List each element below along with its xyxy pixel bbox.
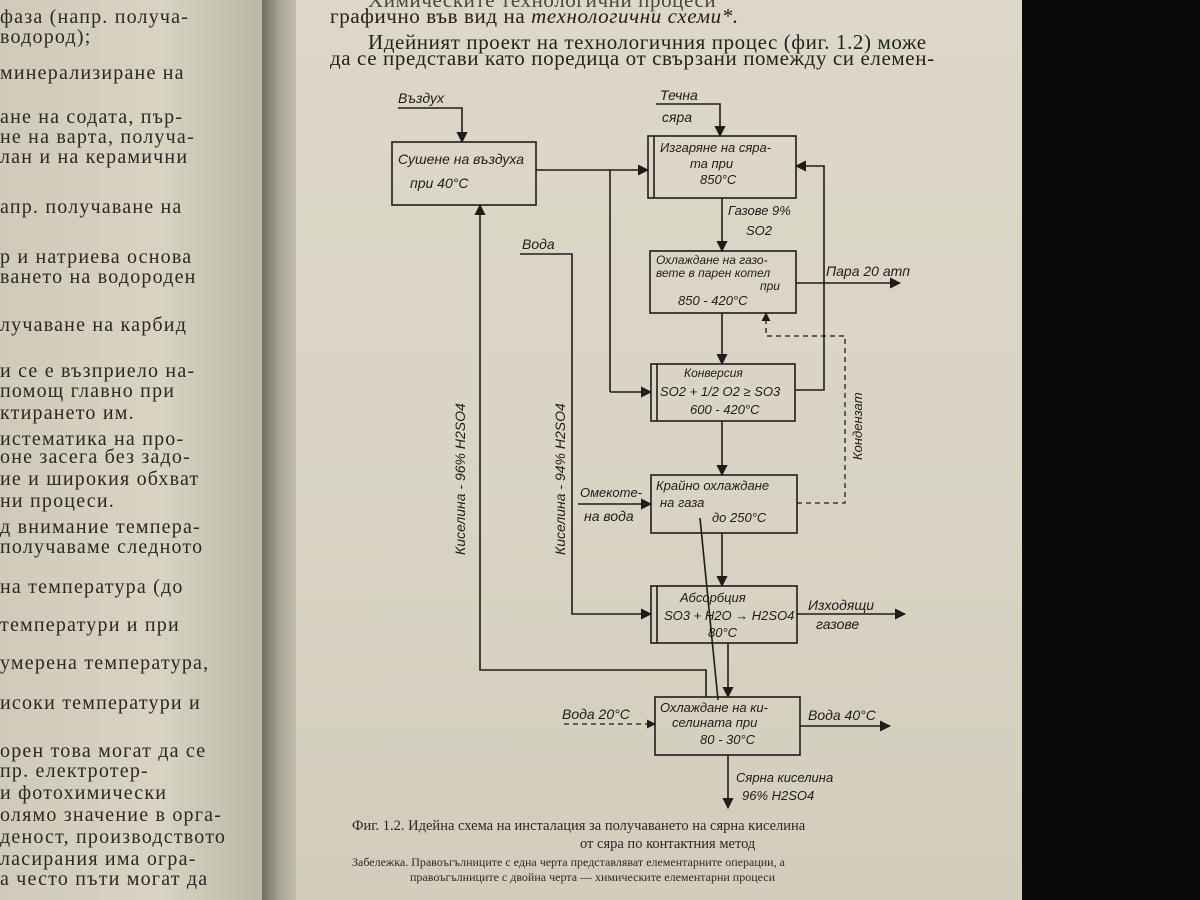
left-page-line: ни процеси. [0,490,115,512]
condensate-label: Кондензат [850,392,865,460]
left-page-line: деност, производството [0,826,227,848]
cooling-gas-3: при [760,279,780,293]
label-water: Вода [522,236,555,252]
acid-96-label: Киселина - 96% H2SO4 [452,403,468,555]
steam-label: Пара 20 атп [826,263,910,279]
conversion-1: Конверсия [684,366,743,380]
burning-1: Изгаряне на сяра- [660,140,772,155]
label-water-in: Вода 20°С [562,706,631,722]
body-line-1-prefix: графично във вид на [330,4,532,28]
left-page-line: истематика на про- [0,428,185,450]
label-softened-2: на вода [584,508,634,524]
body-line-1: графично във вид на технологични схеми*. [330,4,739,29]
left-page-line: ването на водороден [0,266,197,288]
burning-3: 850°С [700,172,737,187]
left-page: фаза (напр. получа-водород); минерализира… [0,0,268,900]
left-page-line: ане на содата, пър- [0,106,184,128]
left-page-line: орен това могат да се [0,740,207,762]
exhaust-2: газове [816,616,859,632]
label-air: Въздух [398,90,445,106]
body-line-2: Идейният проект на технологичния процес … [368,30,927,54]
left-page-line: олямо значение в орга- [0,804,223,826]
acid-cooling-2: селината при [672,715,757,730]
left-page-line: не на варта, получа- [0,126,195,148]
left-page-line: пр. електротер- [0,760,149,782]
drying-1: Сушене на въздуха [398,151,524,167]
conversion-2: SO2 + 1/2 O2 ≥ SO3 [660,384,781,399]
exhaust-1: Изходящи [808,597,874,613]
left-page-line: на температура (до [0,576,184,598]
final-cooling-3: до 250°С [712,510,767,525]
final-cooling-2: на газа [660,495,704,510]
left-page-line: помощ главно при [0,380,176,402]
left-page-line: минерализиране на [0,62,185,84]
left-page-line: и фотохимически [0,782,168,804]
left-page-line: ие и широкия обхват [0,468,200,490]
left-page-line: р и натриева основа [0,246,193,268]
left-page-line: температури и при [0,614,180,636]
cooling-gas-1: Охлаждане на газо- [656,253,768,267]
acid-cooling-1: Охлаждане на ки- [660,700,769,715]
left-page-line: умерена температура, [0,652,210,674]
left-page-line: ктирането им. [0,402,135,424]
left-page-line: ласирания има огра- [0,848,197,870]
cooling-gas-4: 850 - 420°С [678,293,748,308]
figure-note-2: правоъгълниците с двойна черта — химичес… [410,870,776,884]
figure-note-1: Забележка. Правоъгълниците с една черта … [352,855,785,869]
left-page-line: лучаване на карбид [0,314,188,336]
left-page-line: а често пъти могат да [0,868,209,890]
absorption-2: SO3 + H2O → H2SO4 [664,608,794,623]
label-liquid-1: Течна [660,87,698,103]
left-page-line: исоки температури и [0,692,201,714]
body-line-top: Химическите технологични процеси [368,0,717,12]
book-spine [262,0,302,900]
label-liquid-2: сяра [662,109,692,125]
conversion-3: 600 - 420°С [690,402,760,417]
absorption-1: Абсорбция [679,590,746,605]
gases-2: SO2 [746,223,773,238]
burning-2: та при [690,156,733,171]
absorption-3: 80°С [708,625,738,640]
background-edge [1022,0,1200,900]
left-page-line: д внимание темпера- [0,516,201,538]
gases-1: Газове 9% [728,203,791,218]
left-page-line: водород); [0,26,92,48]
cooling-gas-2: вете в парен котел [656,266,770,280]
acid-cooling-3: 80 - 30°С [700,732,756,747]
body-line-3: да се представи като поредица от свързан… [330,46,935,70]
left-page-line: фаза (напр. получа- [0,6,190,28]
acid-94-label: Киселина - 94% H2SO4 [552,403,568,555]
final-cooling-1: Крайно охлаждане [656,478,769,493]
drying-2: при 40°С [410,175,469,191]
left-page-line: и се е възприело на- [0,360,196,382]
product-1: Сярна киселина [736,770,833,785]
figure-caption-2: от сяра по контактния метод [580,836,756,852]
product-2: 96% H2SO4 [742,788,814,803]
body-line-1-italic: технологични схеми*. [531,4,739,28]
left-page-line: лан и на керамични [0,146,189,168]
left-page-line: получаваме следното [0,536,204,558]
water-out-label: Вода 40°С [808,707,877,723]
left-page-line: оне засега без задо- [0,446,191,468]
left-page-line: апр. получаване на [0,196,183,218]
right-page [296,0,1022,900]
figure-caption-1: Фиг. 1.2. Идейна схема на инсталация за … [352,818,806,834]
label-softened-1: Омекоте- [580,485,643,500]
